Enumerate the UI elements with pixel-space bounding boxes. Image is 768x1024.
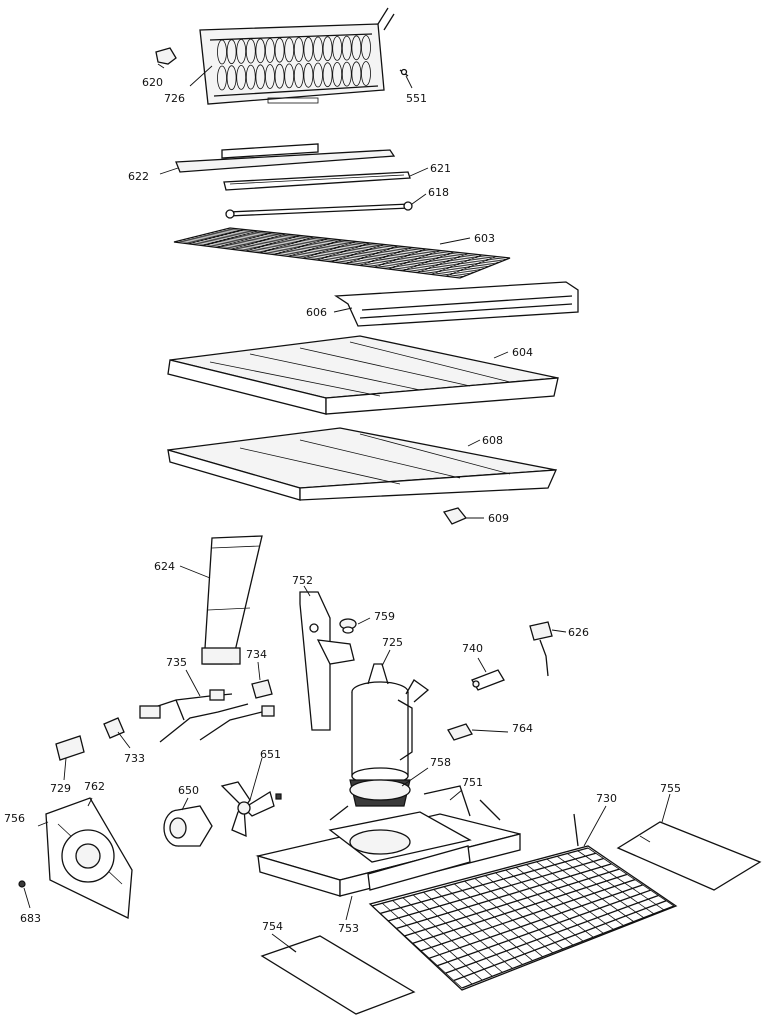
shroud-756[interactable] (45, 797, 133, 920)
panel-608[interactable] (167, 427, 558, 501)
label-730: 730 (596, 792, 617, 805)
grille-603[interactable] (173, 227, 511, 279)
label-650: 650 (178, 784, 199, 797)
harness-735[interactable] (139, 689, 275, 743)
label-733: 733 (124, 752, 145, 765)
label-759: 759 (374, 610, 395, 623)
plate-754[interactable] (260, 935, 416, 1015)
bracket-752[interactable] (299, 591, 355, 731)
label-603: 603 (474, 232, 495, 245)
label-751: 751 (462, 776, 483, 789)
heater-621[interactable] (223, 171, 411, 191)
label-725: 725 (382, 636, 403, 649)
label-683: 683 (20, 912, 41, 925)
label-753: 753 (338, 922, 359, 935)
screw-551[interactable] (399, 68, 409, 77)
label-754: 754 (262, 920, 283, 933)
clip-620[interactable] (155, 47, 177, 65)
label-752: 752 (292, 574, 313, 587)
label-604: 604 (512, 346, 533, 359)
label-758: 758 (430, 756, 451, 769)
thermostat-740[interactable] (471, 669, 505, 691)
duct-624[interactable] (201, 535, 263, 665)
relay-733[interactable] (103, 717, 125, 739)
label-626: 626 (568, 626, 589, 639)
capacitor-729[interactable] (55, 735, 85, 761)
grommet-759[interactable] (339, 618, 357, 634)
label-624: 624 (154, 560, 175, 573)
clip-764[interactable] (447, 723, 473, 741)
fan-blade-651[interactable] (220, 781, 282, 838)
label-606: 606 (306, 306, 327, 319)
label-734: 734 (246, 648, 267, 661)
condenser-730[interactable] (368, 813, 678, 991)
mount-758[interactable] (349, 779, 411, 807)
label-622: 622 (128, 170, 149, 183)
rod-618[interactable] (225, 201, 413, 219)
overload-734[interactable] (251, 679, 273, 699)
plate-755[interactable] (616, 821, 762, 891)
motor-650[interactable] (163, 805, 213, 847)
compressor-725[interactable] (351, 663, 430, 785)
channel-606[interactable] (334, 281, 579, 327)
label-620: 620 (142, 76, 163, 89)
leader-lines (23, 63, 671, 947)
label-729: 729 (50, 782, 71, 795)
label-621: 621 (430, 162, 451, 175)
label-756: 756 (4, 812, 25, 825)
strap-753[interactable] (367, 845, 471, 891)
evaporator-coil[interactable] (199, 7, 395, 105)
switch-626[interactable] (529, 621, 553, 677)
label-618: 618 (428, 186, 449, 199)
label-651: 651 (260, 748, 281, 761)
label-608: 608 (482, 434, 503, 447)
label-551: 551 (406, 92, 427, 105)
panel-604[interactable] (167, 335, 559, 415)
label-755: 755 (660, 782, 681, 795)
label-764: 764 (512, 722, 533, 735)
label-726: 726 (164, 92, 185, 105)
label-762: 762 (84, 780, 105, 793)
label-609: 609 (488, 512, 509, 525)
screw-683[interactable] (18, 880, 26, 888)
drain-trough-622[interactable] (175, 143, 396, 173)
label-740: 740 (462, 642, 483, 655)
bracket-609[interactable] (442, 507, 468, 525)
label-735: 735 (166, 656, 187, 669)
